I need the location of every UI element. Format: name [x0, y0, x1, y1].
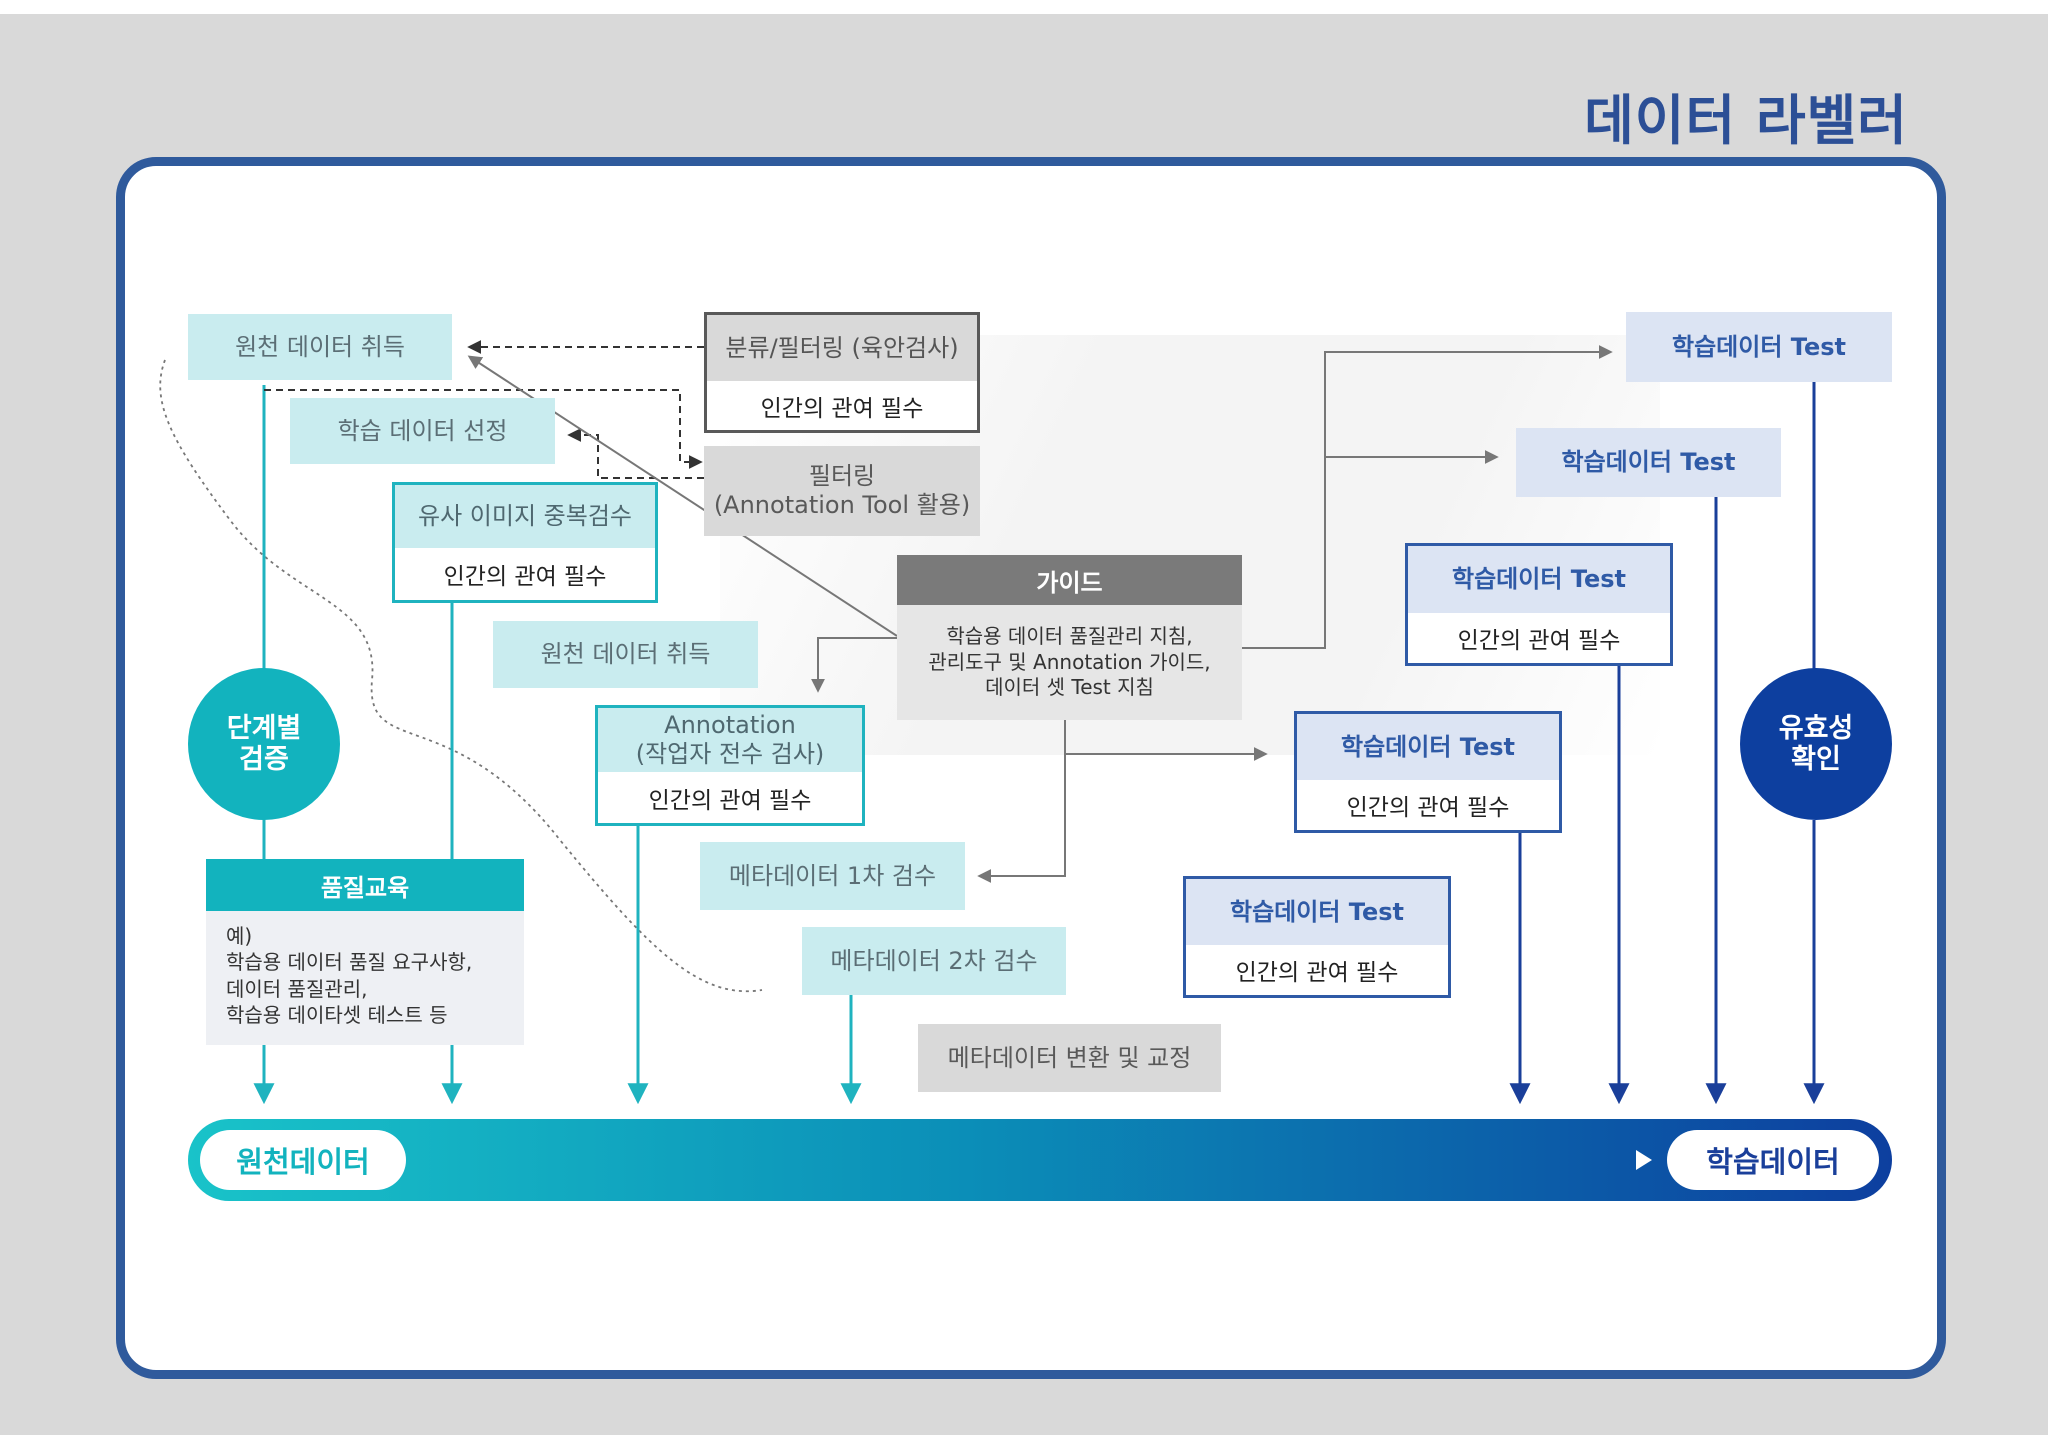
- train-data-test-3-header: 학습데이터 Test: [1408, 546, 1670, 613]
- annotation-header: Annotation (작업자 전수 검사): [598, 708, 862, 772]
- train-data-test-node-2: 학습데이터 Test: [1516, 428, 1781, 497]
- filtering-tool-node: 필터링 (Annotation Tool 활용): [704, 446, 980, 536]
- train-data-test-node-4: 학습데이터 Test 인간의 관여 필수: [1294, 711, 1562, 833]
- classify-filter-header: 분류/필터링 (육안검사): [707, 315, 977, 381]
- pipeline-end-pill: 학습데이터: [1667, 1130, 1879, 1190]
- quality-education-header: 품질교육: [206, 859, 524, 911]
- train-data-test-node-5: 학습데이터 Test 인간의 관여 필수: [1183, 876, 1451, 998]
- similar-image-check-node: 유사 이미지 중복검수 인간의 관여 필수: [392, 482, 658, 603]
- train-data-test-node-1: 학습데이터 Test: [1626, 312, 1892, 382]
- train-data-test-4-body: 인간의 관여 필수: [1297, 780, 1559, 830]
- train-data-test-3-body: 인간의 관여 필수: [1408, 613, 1670, 663]
- classify-filter-body: 인간의 관여 필수: [707, 381, 977, 430]
- train-data-test-4-header: 학습데이터 Test: [1297, 714, 1559, 780]
- metadata-check-2-node: 메타데이터 2차 검수: [802, 927, 1066, 995]
- page-title: 데이터 라벨러: [1584, 89, 1908, 152]
- similar-image-check-body: 인간의 관여 필수: [395, 548, 655, 600]
- quality-education-node: 품질교육 예) 학습용 데이터 품질 요구사항, 데이터 품질관리, 학습용 데…: [206, 859, 524, 1045]
- similar-image-check-header: 유사 이미지 중복검수: [395, 485, 655, 548]
- train-data-test-5-header: 학습데이터 Test: [1186, 879, 1448, 945]
- annotation-body: 인간의 관여 필수: [598, 772, 862, 823]
- stage-verify-circle: 단계별 검증: [188, 668, 340, 820]
- raw-data-acquire-mid-node: 원천 데이터 취득: [493, 621, 758, 688]
- quality-education-body: 예) 학습용 데이터 품질 요구사항, 데이터 품질관리, 학습용 데이타셋 테…: [226, 924, 473, 1028]
- raw-data-acquire-node: 원천 데이터 취득: [188, 314, 452, 380]
- validity-check-circle: 유효성 확인: [1740, 668, 1892, 820]
- train-data-select-node: 학습 데이터 선정: [290, 398, 555, 464]
- annotation-node: Annotation (작업자 전수 검사) 인간의 관여 필수: [595, 705, 865, 826]
- guide-body: 학습용 데이터 품질관리 지침, 관리도구 및 Annotation 가이드, …: [928, 624, 1211, 700]
- metadata-convert-node: 메타데이터 변환 및 교정: [918, 1024, 1221, 1092]
- metadata-check-1-node: 메타데이터 1차 검수: [700, 842, 965, 910]
- pipeline-start-pill: 원천데이터: [200, 1130, 406, 1190]
- train-data-test-node-3: 학습데이터 Test 인간의 관여 필수: [1405, 543, 1673, 666]
- guide-node: 가이드 학습용 데이터 품질관리 지침, 관리도구 및 Annotation 가…: [897, 555, 1242, 720]
- classify-filter-node: 분류/필터링 (육안검사) 인간의 관여 필수: [704, 312, 980, 433]
- train-data-test-5-body: 인간의 관여 필수: [1186, 945, 1448, 995]
- guide-header: 가이드: [897, 555, 1242, 605]
